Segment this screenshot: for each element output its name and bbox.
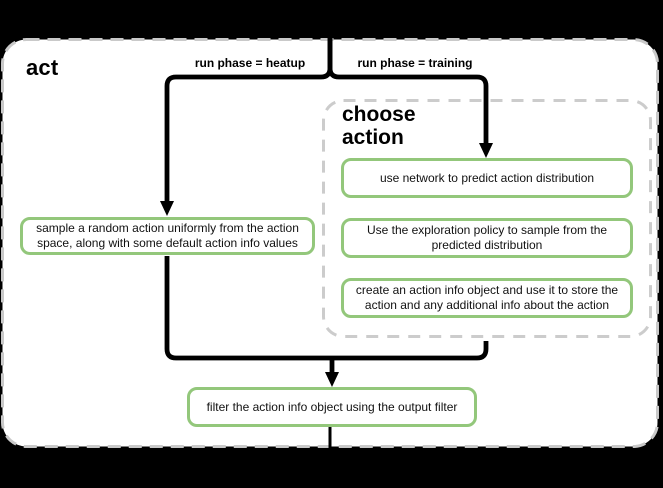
- act-title: act: [26, 55, 59, 80]
- node-sample-random-action: sample a random action uniformly from th…: [20, 217, 315, 255]
- branch-label-heatup: run phase = heatup: [194, 56, 306, 70]
- arrowhead-training: [479, 143, 493, 158]
- node-output-filter: filter the action info object using the …: [187, 387, 477, 427]
- arrowhead-heatup: [160, 201, 174, 216]
- arrowhead-filter: [325, 372, 339, 387]
- branch-label-training: run phase = training: [357, 56, 473, 70]
- node-exploration-policy: Use the exploration policy to sample fro…: [341, 218, 633, 258]
- node-create-action-info: create an action info object and use it …: [341, 278, 633, 318]
- node-predict-distribution: use network to predict action distributi…: [341, 158, 633, 198]
- choose-action-group-title: choose action: [342, 103, 416, 149]
